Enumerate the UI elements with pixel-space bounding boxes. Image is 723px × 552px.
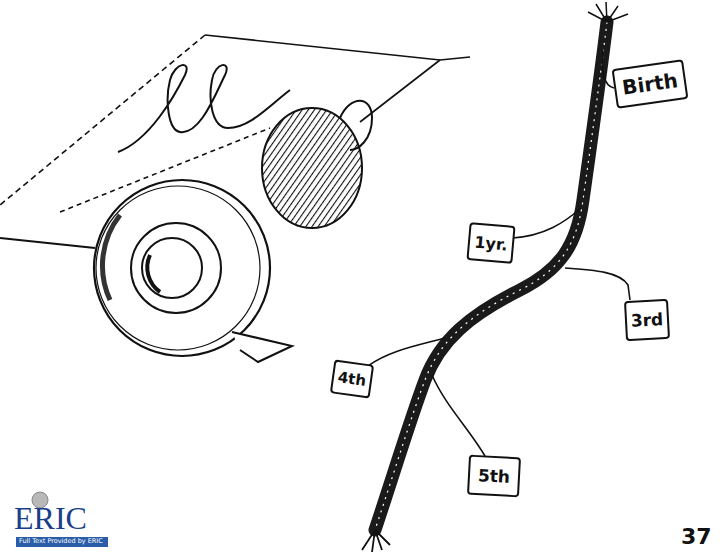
tape-outer-ring: [96, 186, 260, 350]
tag-strings: [368, 50, 630, 456]
tag-string: [368, 338, 445, 366]
yarn-ball-body: [262, 108, 362, 228]
tag-string: [432, 375, 485, 456]
tag-string: [565, 268, 630, 300]
tag-text: 3rd: [630, 309, 663, 331]
twisted-string: [375, 22, 607, 530]
frayed-end: [588, 2, 628, 22]
string-timeline: [362, 2, 628, 552]
logo-bar: [16, 537, 108, 547]
tape-shading: [102, 215, 120, 300]
yarn-loop: [340, 101, 372, 150]
tag-text: 4th: [337, 368, 368, 390]
paper-edge: [205, 35, 470, 60]
tag-string: [512, 208, 581, 238]
logo-text: ERIC: [14, 502, 87, 534]
tape-strip: [0, 238, 95, 248]
year-tag: 5th: [467, 455, 521, 498]
tape-core: [142, 238, 202, 298]
cursive-writing: [118, 65, 290, 152]
page-number: 37: [681, 526, 712, 548]
tape-inner: [131, 223, 221, 313]
tag-text: 5th: [477, 465, 510, 487]
yarn-ball: [262, 101, 372, 228]
year-tag: 4th: [330, 359, 374, 398]
tape-end: [232, 332, 292, 362]
frayed-end: [362, 530, 390, 552]
tape-roll: [0, 180, 292, 362]
year-tag: Birth: [612, 59, 689, 109]
tag-text: 1yr.: [474, 232, 509, 254]
tape-core-shading: [147, 255, 160, 292]
tag-text: Birth: [621, 68, 680, 100]
paper-sheet: [0, 35, 470, 212]
year-tag: 1yr.: [466, 222, 515, 264]
logo-caption: Full Text Provided by ERIC: [19, 538, 103, 545]
tape-outer: [94, 180, 270, 356]
year-tag: 3rd: [624, 299, 670, 341]
string-twist: [375, 22, 607, 530]
